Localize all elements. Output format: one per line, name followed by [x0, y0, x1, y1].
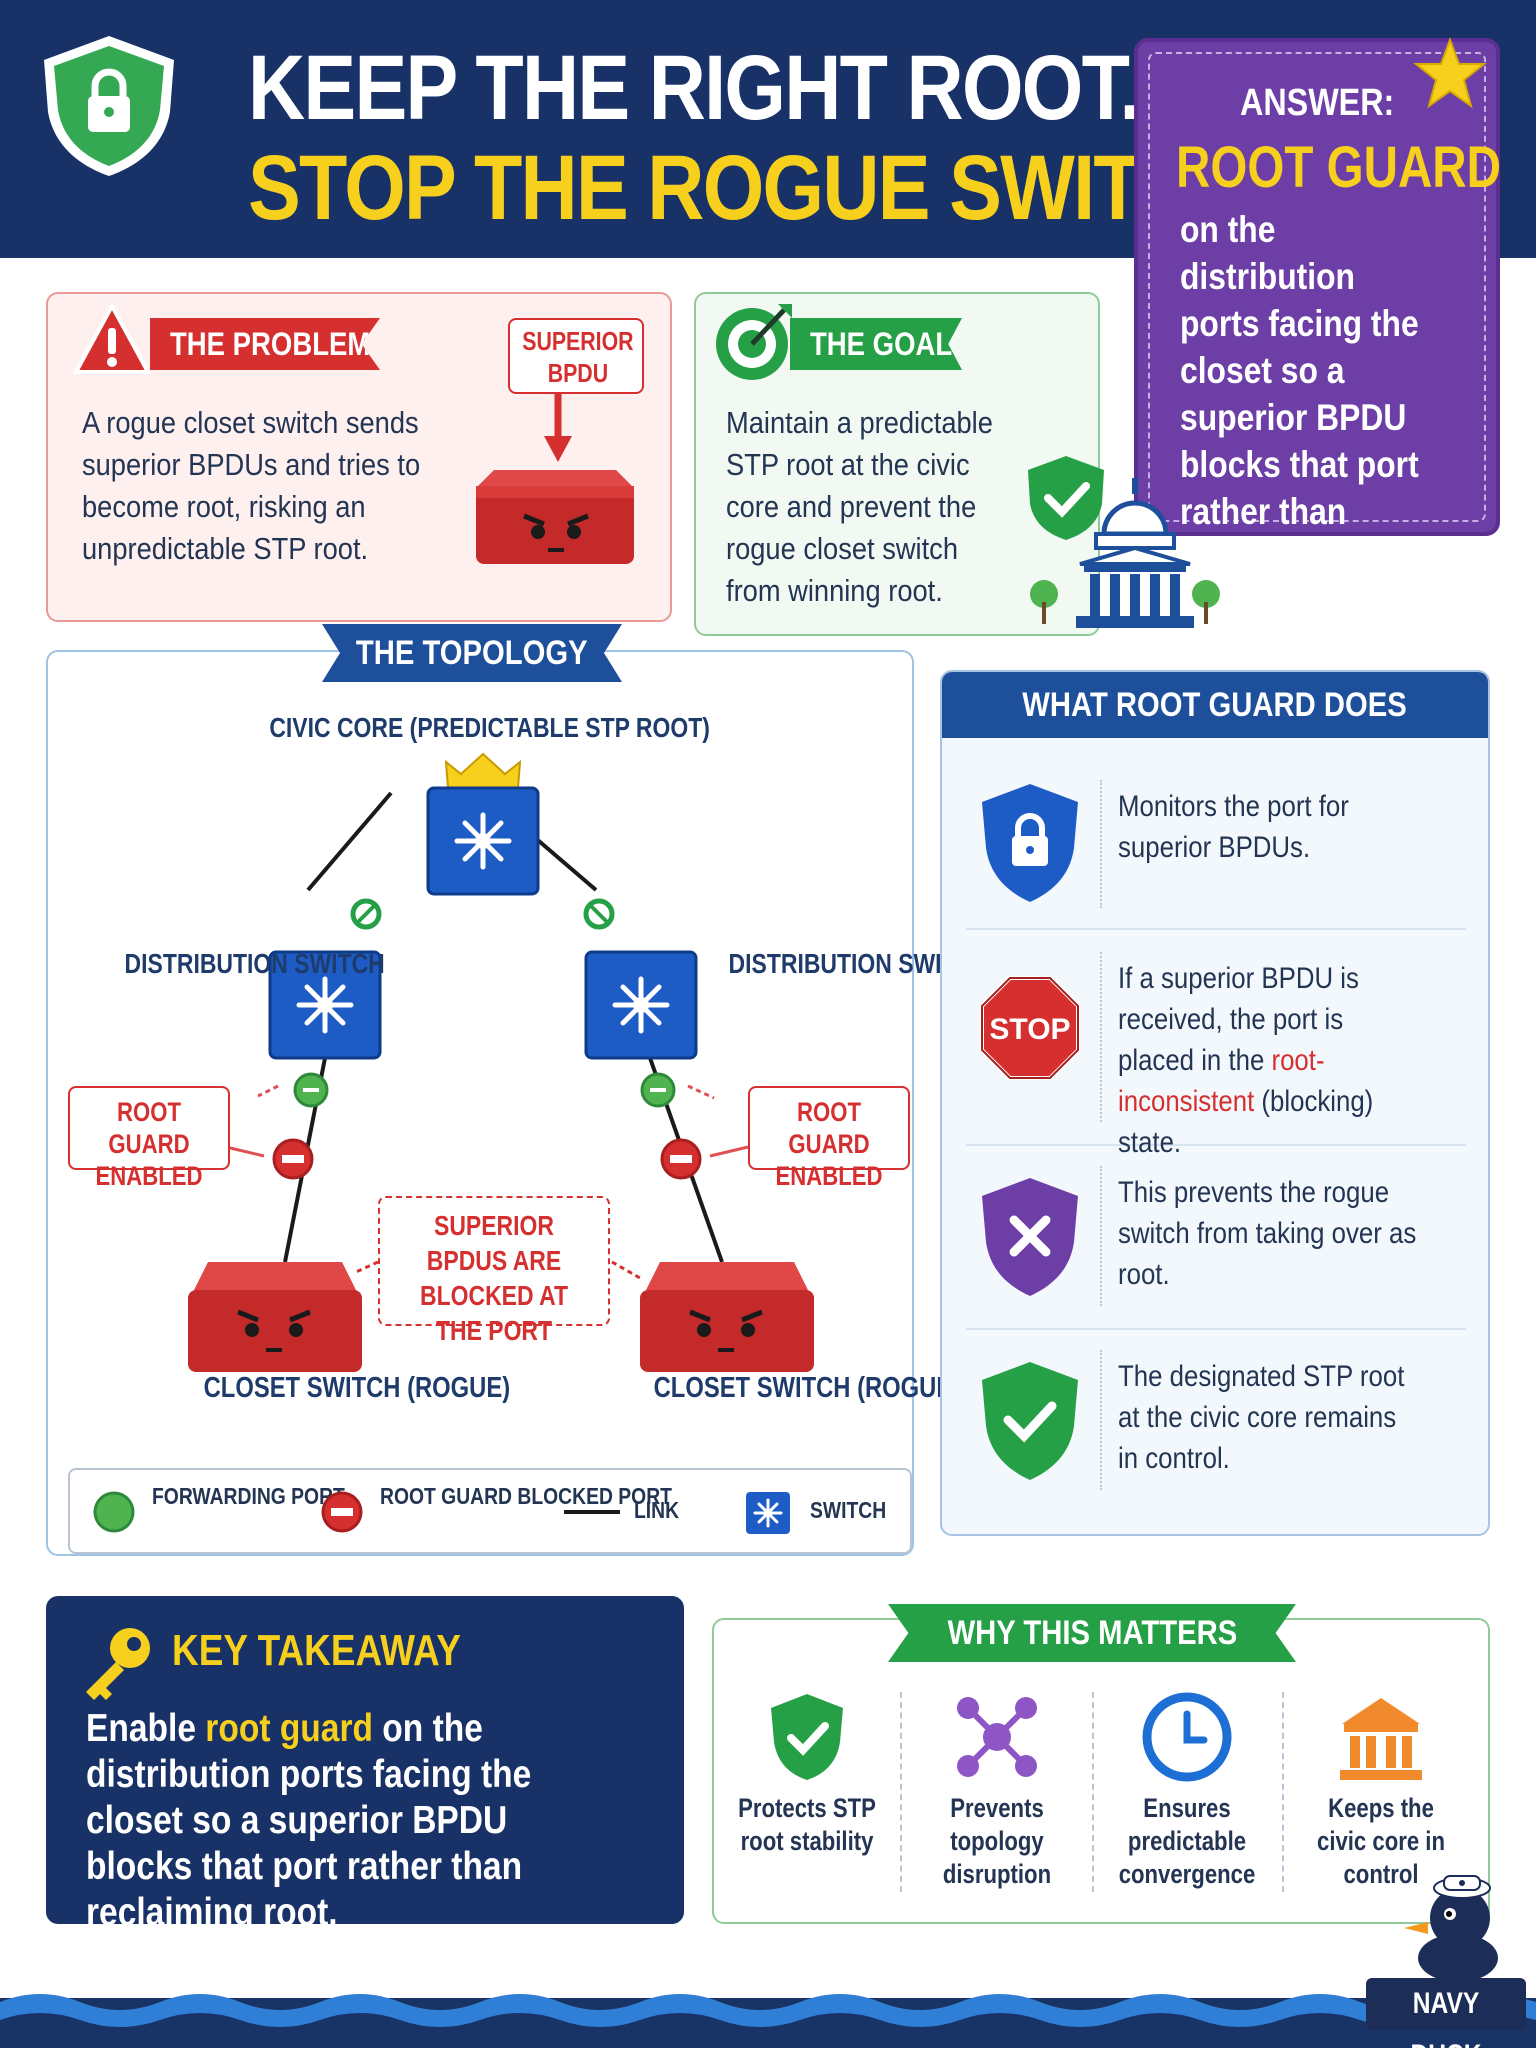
root-guard-pointer-right [687, 1084, 749, 1158]
root-guard-enabled-left: ROOT GUARD ENABLED [68, 1086, 230, 1191]
check-shield-icon [982, 1362, 1078, 1480]
legend-blocked-label: ROOT GUARD BLOCKED PORT [380, 1483, 672, 1509]
blocked-note-pointer-right [611, 1260, 641, 1280]
why-this-matters-title: WHY THIS MATTERS [888, 1604, 1296, 1662]
distribution-switch-left-icon [268, 950, 382, 1060]
blocked-port-legend-icon [321, 1491, 363, 1533]
legend-link-label: LINK [634, 1497, 680, 1523]
superior-bpdu-callout: SUPERIOR BPDU [508, 318, 644, 394]
why-item-text: Protects STP root stability [738, 1793, 876, 1856]
root-inconsistent-highlight: root-inconsistent [1118, 1044, 1325, 1118]
problem-body: A rogue closet switch sends superior BPD… [82, 405, 421, 566]
answer-body: on the distribution ports facing the clo… [1180, 209, 1419, 579]
root-guard-pointer-left [225, 1084, 279, 1158]
forwarding-port-dist-left [293, 1072, 329, 1108]
topology-diagram [188, 752, 814, 1372]
duck-mascot-icon [1404, 1875, 1498, 1982]
rgd-item-text: Monitors the port for superior BPDUs. [1118, 790, 1349, 864]
warning-icon [72, 302, 152, 374]
problem-label: THE PROBLEM [150, 318, 380, 370]
rgd-item-control: The designated STP root at the civic cor… [966, 1330, 1466, 1520]
why-item-text: Keeps the civic core in control [1317, 1793, 1445, 1889]
rogue-switch-icon [476, 394, 634, 564]
key-takeaway-card [46, 1596, 684, 1924]
civic-building-icon [1340, 1698, 1422, 1780]
distribution-switch-left-label: DISTRIBUTION SWITCH [124, 948, 385, 979]
blocked-note-pointer-left [355, 1260, 379, 1274]
why-item-control: Keeps the civic core in control [1286, 1690, 1476, 1891]
rgd-item-monitor: Monitors the port for superior BPDUs. [966, 760, 1466, 930]
superior-bpdus-blocked-note: SUPERIOR BPDUS ARE BLOCKED AT THE PORT [378, 1196, 610, 1346]
civic-building-icon [1028, 456, 1220, 628]
rgd-item-block: STOP If a superior BPDU is received, the… [966, 932, 1466, 1159]
civic-core-label: CIVIC CORE (PREDICTABLE STP ROOT) [269, 712, 711, 743]
divider [1092, 1692, 1094, 1892]
closet-switch-left-icon [188, 1262, 362, 1372]
legend-switch-label: SWITCH [810, 1497, 887, 1523]
root-guard-enabled-right: ROOT GUARD ENABLED [748, 1086, 910, 1191]
key-takeaway-title: KEY TAKEAWAY [172, 1626, 461, 1675]
why-item-text: Prevents topology disruption [942, 1793, 1052, 1889]
star-icon [1413, 37, 1487, 109]
forwarding-port-legend-icon [93, 1491, 135, 1533]
brand-badge: NAVY DUCK [1366, 1978, 1526, 2048]
blocked-port-left [272, 1138, 314, 1180]
rgd-item-text: This prevents the rogue switch from taki… [1118, 1176, 1417, 1291]
core-switch-icon [426, 786, 540, 896]
goal-body: Maintain a predictable STP root at the c… [726, 405, 993, 608]
lock-shield-icon [44, 36, 174, 176]
closet-switch-right-icon [640, 1262, 814, 1372]
closet-switch-left-label: CLOSET SWITCH (ROGUE) [203, 1372, 511, 1404]
goal-label: THE GOAL [790, 318, 962, 370]
switch-legend-icon [746, 1492, 790, 1534]
distribution-switch-right-label: DISTRIBUTION SWITCH [728, 948, 989, 979]
page-subtitle: STOP THE ROGUE SWITCH. [248, 137, 1273, 239]
x-shield-icon [982, 1178, 1078, 1296]
answer-card [1134, 38, 1500, 536]
distribution-switch-right-icon [584, 950, 698, 1060]
rgd-item-text: The designated STP root at the civic cor… [1118, 1360, 1405, 1475]
why-item-stability: Protects STP root stability [712, 1690, 902, 1858]
link-legend-icon [564, 1510, 620, 1514]
blocked-port-right [660, 1138, 702, 1180]
why-item-convergence: Ensures predictable convergence [1092, 1690, 1282, 1891]
check-shield-icon [771, 1694, 843, 1780]
link-core-dist-left [306, 791, 393, 892]
page-title: KEEP THE RIGHT ROOT. [248, 37, 1141, 139]
topology-legend [68, 1468, 912, 1554]
lock-shield-icon [982, 784, 1078, 902]
answer-title: ROOT GUARD [1176, 135, 1501, 200]
forwarding-port-core-right [583, 898, 615, 930]
why-item-text: Ensures predictable convergence [1118, 1793, 1256, 1889]
answer-label: ANSWER: [1240, 82, 1395, 124]
crown-icon [444, 752, 522, 789]
divider [1282, 1692, 1284, 1892]
topology-label: THE TOPOLOGY [322, 624, 622, 682]
clock-icon [1142, 1692, 1232, 1782]
svg-text:STOP: STOP [989, 1013, 1070, 1046]
network-nodes-icon [957, 1697, 1037, 1777]
forwarding-port-core-left [350, 898, 382, 930]
rgd-item-prevent: This prevents the rogue switch from taki… [966, 1146, 1466, 1330]
forwarding-port-dist-right [640, 1072, 676, 1108]
wave-footer [0, 1994, 1536, 2048]
target-icon [716, 304, 792, 380]
what-root-guard-does-title: WHAT ROOT GUARD DOES [942, 672, 1488, 738]
why-item-disruption: Prevents topology disruption [902, 1690, 1092, 1891]
key-icon [86, 1628, 150, 1700]
root-guard-highlight: root guard [205, 1707, 373, 1750]
key-takeaway-body: Enable root guard on the distribution po… [86, 1707, 532, 1934]
stop-sign-icon: STOP [980, 976, 1080, 1080]
closet-switch-right-label: CLOSET SWITCH (ROGUE) [653, 1372, 961, 1404]
legend-forwarding-label: FORWARDING PORT [152, 1483, 345, 1509]
rgd-item-text: If a superior BPDU is received, the port… [1118, 962, 1374, 1159]
divider [900, 1692, 902, 1892]
